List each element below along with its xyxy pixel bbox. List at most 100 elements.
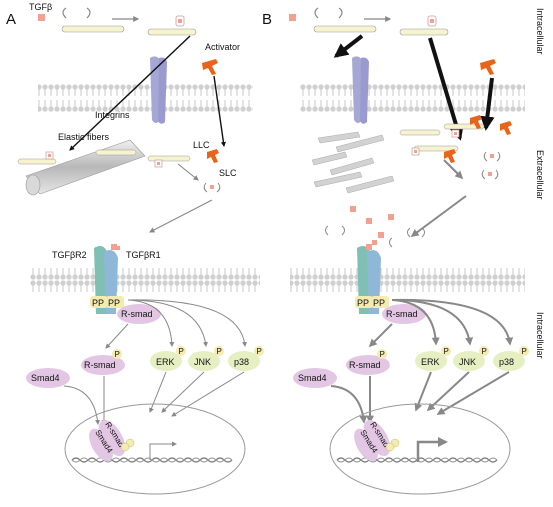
transcription-arrow-a <box>149 441 177 460</box>
latent-complex-a1 <box>61 7 125 33</box>
integrin-a <box>150 56 167 124</box>
phospho-pp-a: PP PP <box>90 296 124 308</box>
side-label-intracellular-top: Intracellular <box>535 8 545 55</box>
dna-a-strand2 <box>71 457 233 463</box>
jnk-a: JNK P <box>188 346 224 371</box>
latent-complex-b2 <box>399 15 449 36</box>
tgfbr2-label-a: TGFβR2 <box>52 250 87 260</box>
nucleus-b <box>329 403 511 495</box>
phospho-pp-b: PP PP <box>355 296 389 308</box>
r-smad-a-top: R-smad <box>117 304 161 324</box>
activator-protein-b <box>480 59 496 75</box>
arrow-thick-down-b2 <box>480 77 495 131</box>
arrow-to-erk-a <box>127 299 175 347</box>
free-ligands-b <box>325 206 425 248</box>
nucleus-a <box>64 403 246 495</box>
arrow-slc-to-receptor-b <box>410 195 467 237</box>
svg-text:P: P <box>482 347 487 356</box>
svg-text:R-smad: R-smad <box>349 360 381 370</box>
panel-b: B <box>262 7 529 495</box>
svg-text:JNK: JNK <box>459 357 476 367</box>
arrow-erk-to-nucleus-a <box>149 371 167 413</box>
tgfb-ligand-square-b <box>289 14 296 21</box>
svg-text:PP: PP <box>357 298 369 308</box>
activators-b <box>444 115 512 163</box>
integrins-label: Integrins <box>95 110 130 120</box>
llc-complexes-b <box>399 123 485 156</box>
arrow-thick-down-b1 <box>428 37 464 141</box>
r-smad-p-b: R-smad P <box>346 349 390 375</box>
integrin-b <box>352 56 369 124</box>
slc-complex-a <box>203 182 221 193</box>
llc-complex-a <box>147 155 191 168</box>
activator-protein-a2 <box>207 149 219 163</box>
svg-text:Smad4: Smad4 <box>298 373 327 383</box>
activator-protein-a <box>202 59 218 75</box>
arrow-to-elastic-fibers <box>69 35 191 151</box>
membrane-b-bottom <box>290 265 525 293</box>
r-smad-p-a: R-smad P <box>81 349 125 375</box>
arrow-to-rsmad-p-a <box>105 323 129 349</box>
arrow-to-p38-a <box>127 299 248 347</box>
transcription-arrow-b <box>416 437 448 462</box>
svg-text:P: P <box>179 347 184 356</box>
smad4-a: Smad4 <box>26 368 70 388</box>
svg-text:ERK: ERK <box>156 357 175 367</box>
svg-text:R-smad: R-smad <box>121 309 153 319</box>
fragmented-fibers-b <box>311 131 395 194</box>
latent-complex-a2 <box>147 15 197 36</box>
svg-text:PP: PP <box>373 298 385 308</box>
svg-text:JNK: JNK <box>194 357 211 367</box>
svg-text:PP: PP <box>108 298 120 308</box>
svg-text:Smad4: Smad4 <box>31 373 60 383</box>
arrow-jnk-to-nucleus-a <box>161 371 205 413</box>
arrow-p38-to-nucleus-a <box>171 371 245 417</box>
arrow-activator-to-slc <box>213 75 226 147</box>
elastic-fiber-bundle <box>25 139 146 196</box>
side-label-intracellular-bottom: Intracellular <box>535 312 545 359</box>
tgfb-ligand-square <box>38 14 45 21</box>
svg-text:P: P <box>217 347 222 356</box>
svg-text:P: P <box>380 350 385 359</box>
svg-text:p38: p38 <box>234 357 249 367</box>
erk-b: ERK P <box>415 346 451 371</box>
arrow-thick-up-b <box>333 34 364 58</box>
arrow-llc-to-slc <box>177 163 199 181</box>
panel-a: A TGFβ Activator Integrins Ela <box>6 2 264 495</box>
p38-b: p38 P <box>493 346 529 371</box>
latent-complex-fiber-1 <box>17 151 57 165</box>
arrow-to-jnk-a <box>127 299 208 347</box>
svg-text:P: P <box>444 347 449 356</box>
membrane-a-bottom <box>30 265 260 293</box>
arrow-smad4-to-nucleus-b <box>330 385 368 424</box>
svg-text:P: P <box>522 347 527 356</box>
svg-text:p38: p38 <box>499 357 514 367</box>
arrow-smad4-to-nucleus-a <box>63 385 101 425</box>
side-label-extracellular: Extracellular <box>535 150 545 200</box>
panel-a-label: A <box>6 11 16 28</box>
llc-label: LLC <box>193 140 210 150</box>
svg-text:P: P <box>257 347 262 356</box>
svg-text:P: P <box>115 350 120 359</box>
arrow-p38-to-nucleus-b <box>436 371 510 415</box>
activator-label: Activator <box>205 42 240 52</box>
arrow-slc-to-receptor <box>149 199 213 233</box>
membrane-a-top <box>38 84 253 112</box>
arrow-to-rsmad-p-b <box>368 323 393 348</box>
erk-a: ERK P <box>150 346 186 371</box>
tgfbr1-label-a: TGFβR1 <box>126 250 161 260</box>
latent-complex-b1 <box>313 7 377 33</box>
slc-label: SLC <box>219 168 237 178</box>
slc-complexes-b <box>481 151 501 180</box>
svg-text:PP: PP <box>92 298 104 308</box>
smad4-b: Smad4 <box>293 368 337 388</box>
r-smad-b-top: R-smad <box>382 304 426 324</box>
arrow-to-p38-b <box>391 298 514 346</box>
arrow-llc-to-slc-b <box>443 159 464 180</box>
latent-complex-fiber-2 <box>95 149 137 156</box>
svg-text:R-smad: R-smad <box>386 309 418 319</box>
svg-text:R-smad: R-smad <box>84 360 116 370</box>
jnk-b: JNK P <box>453 346 489 371</box>
panel-b-label: B <box>262 11 272 28</box>
